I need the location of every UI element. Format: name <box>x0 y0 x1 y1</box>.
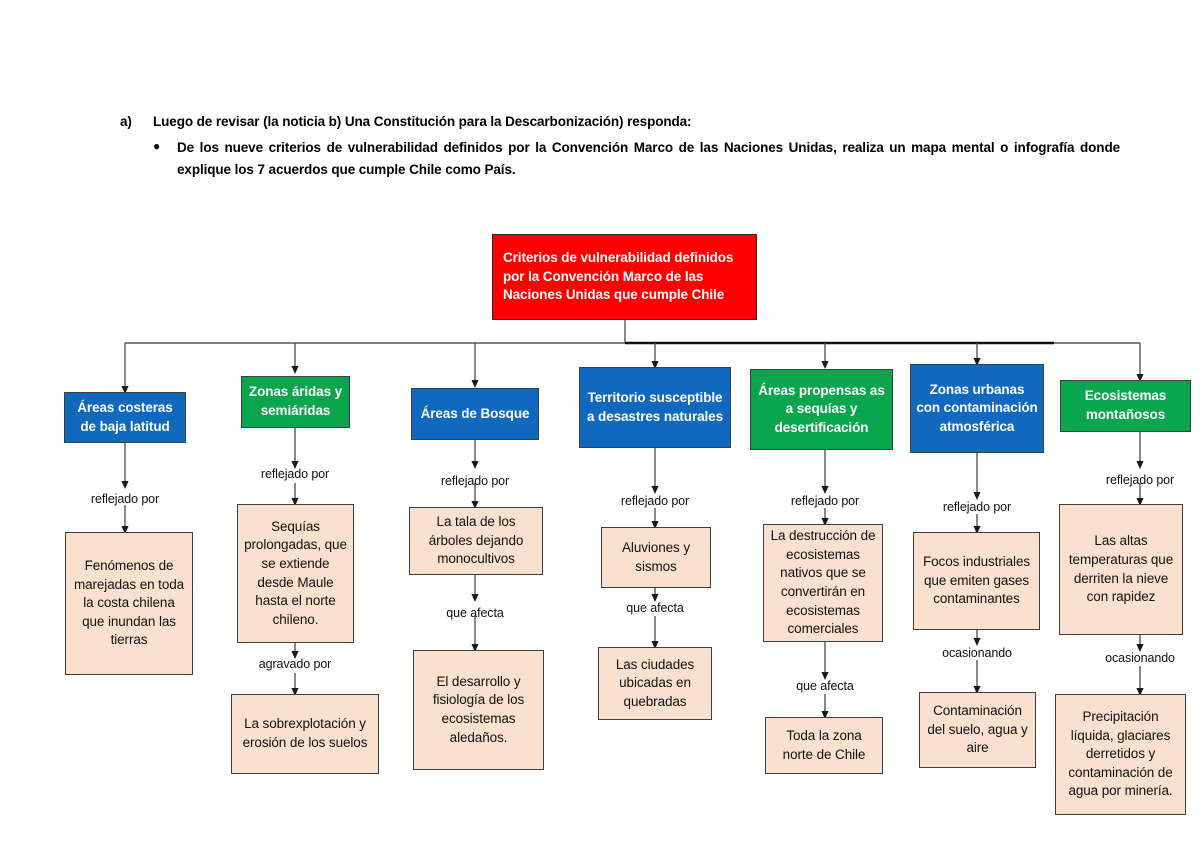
edge-label-reflejado-por-6: reflejado por <box>943 500 1011 514</box>
edge-label-text: reflejado por <box>90 492 160 506</box>
prompt-item-a-text: Luego de revisar (la noticia b) Una Cons… <box>153 114 692 129</box>
node-ecosistemas-montanosos[interactable]: Ecosistemas montañosos <box>1060 380 1191 432</box>
node-destruccion-ecosistemas[interactable]: La destrucción de ecosistemas nativos qu… <box>763 524 883 642</box>
node-label: Áreas propensas as a sequías y desertifi… <box>758 382 885 435</box>
edge-label-text: reflejado por <box>1105 473 1175 487</box>
edge-label-text: reflejado por <box>440 474 510 488</box>
node-ciudades-quebradas[interactable]: Las ciudades ubicadas en quebradas <box>598 647 712 720</box>
edge-label-text: ocasionando <box>1105 651 1175 665</box>
edge-label-que-afecta-5: que afecta <box>796 679 853 693</box>
node-label: Ecosistemas montañosos <box>1084 388 1167 422</box>
node-contaminacion-suelo-agua-aire[interactable]: Contaminación del suelo, agua y aire <box>919 692 1036 768</box>
edge-label-text: que afecta <box>796 679 854 693</box>
edge-label-reflejado-por-7: reflejado por <box>1106 473 1174 487</box>
node-fenomenos-marejadas[interactable]: Fenómenos de marejadas en toda la costa … <box>65 532 193 675</box>
edge-label-ocasionando-7: ocasionando <box>1105 651 1175 665</box>
node-root[interactable]: Criterios de vulnerabilidad definidos po… <box>492 234 757 320</box>
bullet-icon: ● <box>153 139 161 154</box>
node-label: Las altas temperaturas que derriten la n… <box>1068 533 1174 605</box>
node-sobrexplotacion-suelos[interactable]: La sobrexplotación y erosión de los suel… <box>231 694 379 774</box>
node-label: Toda la zona norte de Chile <box>782 727 866 762</box>
edge-label-reflejado-por-5: reflejado por <box>791 494 859 508</box>
edge-label-text: ocasionando <box>942 646 1012 660</box>
node-label: Fenómenos de marejadas en toda la costa … <box>73 557 185 648</box>
node-label: Territorio susceptible a desastres natur… <box>587 389 723 424</box>
edge-label-text: que afecta <box>626 601 684 615</box>
node-label: Sequías prolongadas, que se extiende des… <box>244 518 347 627</box>
prompt-item-a: a) Luego de revisar (la noticia b) Una C… <box>120 112 1120 132</box>
node-label: La tala de los árboles dejando monoculti… <box>428 514 524 567</box>
edge-label-text: reflejado por <box>790 494 860 508</box>
prompt-bullet: ● De los nueve criterios de vulnerabilid… <box>153 137 1120 181</box>
node-label: Precipitación líquida, glaciares derreti… <box>1068 708 1173 799</box>
node-areas-propensas-sequias[interactable]: Áreas propensas as a sequías y desertifi… <box>750 369 893 450</box>
edge-label-que-afecta-4: que afecta <box>626 601 683 615</box>
prompt-block: a) Luego de revisar (la noticia b) Una C… <box>120 112 1120 181</box>
node-label: Focos industriales que emiten gases cont… <box>923 554 1030 607</box>
node-altas-temperaturas[interactable]: Las altas temperaturas que derriten la n… <box>1059 504 1183 635</box>
node-label: El desarrollo y fisiología de los ecosis… <box>432 673 525 745</box>
node-aluviones-sismos[interactable]: Aluviones y sismos <box>601 527 711 588</box>
node-tala-arboles[interactable]: La tala de los árboles dejando monoculti… <box>409 507 543 575</box>
node-label: Zonas áridas y semiáridas <box>248 384 343 418</box>
node-label: Zonas urbanas con contaminación atmosfér… <box>916 381 1038 434</box>
edge-label-reflejado-por-4: reflejado por <box>621 494 689 508</box>
edge-label-reflejado-por-3: reflejado por <box>441 474 509 488</box>
edge-label-agravado-por: agravado por <box>258 657 332 671</box>
node-sequias-prolongadas[interactable]: Sequías prolongadas, que se extiende des… <box>237 504 354 643</box>
prompt-bullet-text: De los nueve criterios de vulnerabilidad… <box>177 140 1120 178</box>
node-zonas-aridas[interactable]: Zonas áridas y semiáridas <box>241 376 350 428</box>
edge-label-text: agravado por <box>258 657 332 671</box>
edge-label-text: reflejado por <box>942 500 1012 514</box>
node-territorio-desastres[interactable]: Territorio susceptible a desastres natur… <box>579 367 731 448</box>
node-focos-industriales[interactable]: Focos industriales que emiten gases cont… <box>913 532 1040 630</box>
node-label: Áreas de Bosque <box>420 405 530 421</box>
node-areas-costeras[interactable]: Áreas costeras de baja latitud <box>64 392 186 443</box>
node-label: Las ciudades ubicadas en quebradas <box>615 656 695 709</box>
edge-label-reflejado-por-1: reflejado por <box>91 492 159 506</box>
edge-label-text: que afecta <box>446 606 504 620</box>
node-precipitacion-liquida[interactable]: Precipitación líquida, glaciares derreti… <box>1055 694 1186 815</box>
edge-label-text: reflejado por <box>260 467 330 481</box>
node-label: La destrucción de ecosistemas nativos qu… <box>770 528 876 637</box>
node-zonas-urbanas[interactable]: Zonas urbanas con contaminación atmosfér… <box>910 364 1044 453</box>
node-areas-bosque[interactable]: Áreas de Bosque <box>411 388 539 440</box>
node-label: Áreas costeras de baja latitud <box>77 399 173 434</box>
node-root-label: Criterios de vulnerabilidad definidos po… <box>503 250 734 303</box>
node-desarrollo-fisiologia[interactable]: El desarrollo y fisiología de los ecosis… <box>413 650 544 770</box>
node-zona-norte-chile[interactable]: Toda la zona norte de Chile <box>765 717 883 774</box>
edge-label-ocasionando-6: ocasionando <box>942 646 1012 660</box>
edge-label-reflejado-por-2: reflejado por <box>261 467 329 481</box>
node-label: Contaminación del suelo, agua y aire <box>927 703 1028 756</box>
list-marker-a: a) <box>120 114 132 129</box>
node-label: Aluviones y sismos <box>622 539 690 574</box>
edge-label-text: reflejado por <box>620 494 690 508</box>
edge-label-que-afecta-3: que afecta <box>446 606 503 620</box>
node-label: La sobrexplotación y erosión de los suel… <box>242 716 368 750</box>
